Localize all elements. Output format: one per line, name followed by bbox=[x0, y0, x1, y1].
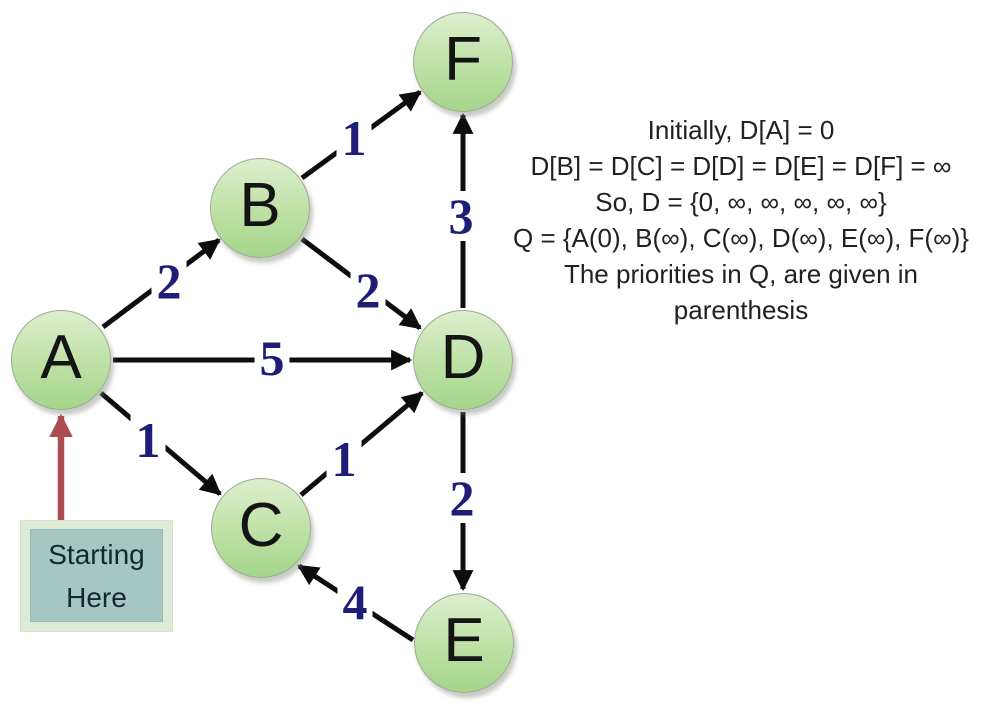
edge-weight-d-e: 2 bbox=[444, 473, 480, 523]
node-f: F bbox=[413, 12, 513, 112]
edge-weight-a-b: 2 bbox=[151, 256, 187, 306]
node-f-label: F bbox=[444, 25, 482, 94]
node-d-label: D bbox=[440, 323, 486, 392]
node-b: B bbox=[210, 158, 310, 258]
starting-here-label: Starting Here bbox=[48, 538, 145, 613]
node-c: C bbox=[211, 478, 311, 578]
node-e-label: E bbox=[443, 606, 485, 675]
edge-weight-a-d: 5 bbox=[254, 333, 290, 383]
annotation-line-4: Q = {A(0), B(∞), C(∞), D(∞), E(∞), F(∞)} bbox=[513, 223, 969, 253]
starting-here-inner-box: Starting Here bbox=[30, 529, 163, 622]
annotation-line-6: parenthesis bbox=[673, 295, 809, 325]
node-d: D bbox=[413, 310, 513, 410]
node-b-label: B bbox=[239, 171, 281, 240]
annotation-text-block: Initially, D[A] = 0 D[B] = D[C] = D[D] =… bbox=[458, 112, 1000, 328]
node-a-label: A bbox=[40, 323, 82, 392]
annotation-line-5: The priorities in Q, are given in bbox=[563, 259, 919, 289]
edge-weight-b-d: 2 bbox=[350, 265, 386, 315]
annotation-line-1: Initially, D[A] = 0 bbox=[647, 115, 835, 145]
annotation-line-2: D[B] = D[C] = D[D] = D[E] = D[F] = ∞ bbox=[530, 151, 952, 181]
node-a: A bbox=[11, 310, 111, 410]
edge-c-d bbox=[299, 391, 424, 497]
edge-weight-d-f: 3 bbox=[443, 191, 479, 241]
edge-weight-a-c: 1 bbox=[130, 415, 166, 465]
edge-weight-c-d: 1 bbox=[326, 434, 362, 484]
edge-weight-e-c: 4 bbox=[337, 577, 373, 627]
node-c-label: C bbox=[238, 491, 284, 560]
node-e: E bbox=[414, 593, 514, 693]
edge-weight-b-f: 1 bbox=[336, 113, 372, 163]
starting-here-box: Starting Here bbox=[20, 520, 173, 632]
annotation-line-3: So, D = {0, ∞, ∞, ∞, ∞, ∞} bbox=[595, 187, 887, 217]
